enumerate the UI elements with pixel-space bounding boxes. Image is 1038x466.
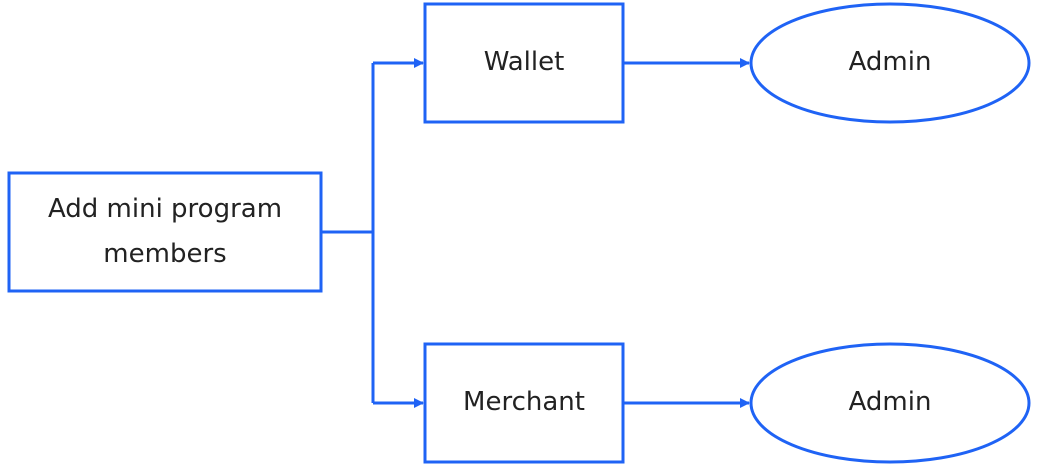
- wallet-label: Wallet: [483, 47, 565, 78]
- merchant-admin-ellipse: [749, 342, 1031, 464]
- merchant-admin-label: Admin: [848, 387, 932, 418]
- wallet-admin-label: Admin: [848, 47, 932, 78]
- merchant-label: Merchant: [463, 387, 585, 418]
- wallet-admin-ellipse: [749, 2, 1031, 124]
- root-label: Add mini program members: [47, 193, 283, 270]
- connector-root-trunk: [321, 63, 375, 403]
